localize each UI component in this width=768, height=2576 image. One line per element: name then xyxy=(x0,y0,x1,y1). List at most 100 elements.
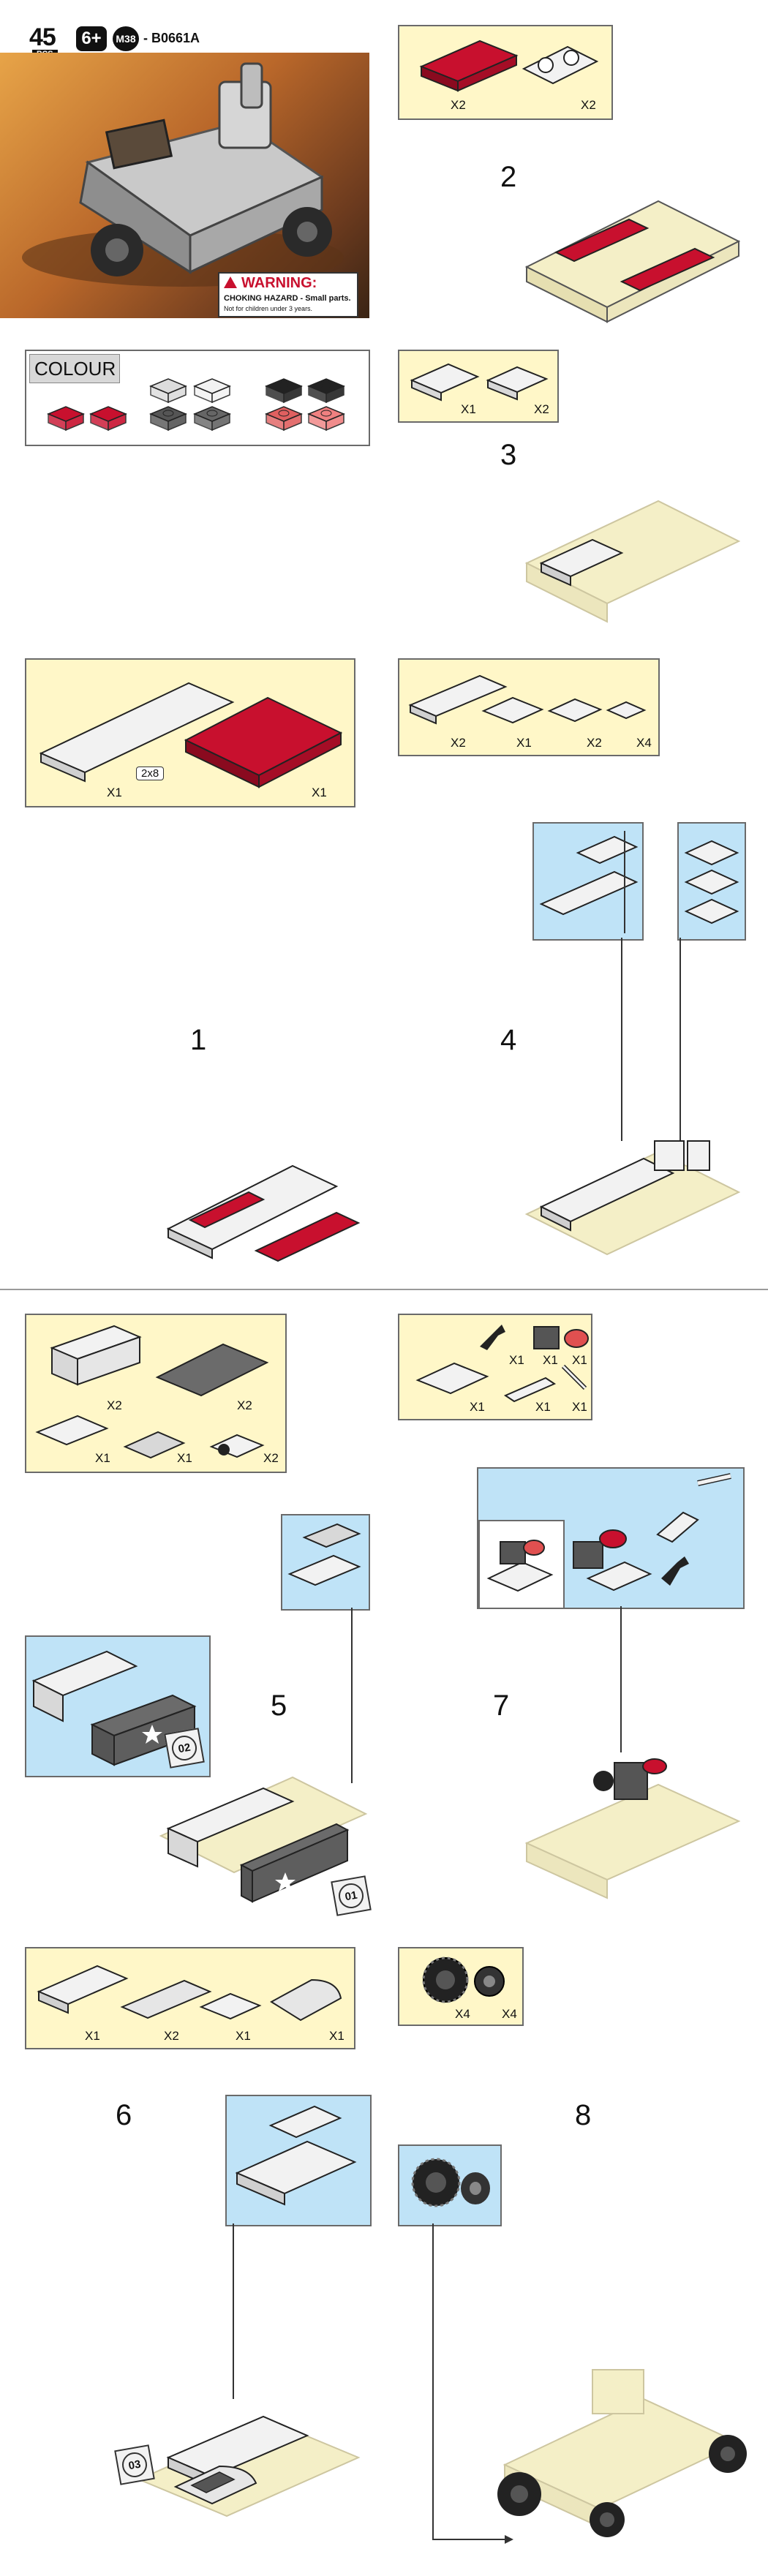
warning-line-2: Not for children under 3 years. xyxy=(224,305,313,312)
sub-assembly-6 xyxy=(225,2095,372,2226)
size-label-2x8: 2x8 xyxy=(136,767,165,780)
qty-step3-a: X1 xyxy=(461,402,476,416)
colour-chart: COLOUR xyxy=(25,350,370,446)
parts-box-step-2: X2 X2 xyxy=(398,25,613,120)
parts-box-step-6: X1 X2 X1 X1 xyxy=(25,1947,355,2049)
cover-panel: 45 PCS 6+ M38 - B0661A WARNING: CHOKING … xyxy=(0,22,369,318)
qty-step4-d: X4 xyxy=(636,736,652,750)
qty-step7-d: X1 xyxy=(470,1400,485,1414)
qty-step6-c: X1 xyxy=(236,2029,251,2043)
sub-assembly-4b xyxy=(677,822,746,941)
colour-swatch xyxy=(307,378,345,404)
sub-assembly-5a xyxy=(281,1514,370,1611)
step-4-assembly xyxy=(524,1140,741,1256)
sub-assembly-4b-parts xyxy=(684,840,739,924)
qty-step1-b: X1 xyxy=(312,786,327,799)
qty-step2-a: X2 xyxy=(451,98,466,112)
colour-swatch xyxy=(193,406,231,432)
parts-box-step-8: X4 X4 xyxy=(398,1947,524,2026)
sub-assembly-4a-parts xyxy=(539,831,639,933)
parts-box-step-1: X1 2x8 X1 xyxy=(25,658,355,807)
qty-step5-c: X1 xyxy=(95,1451,110,1465)
white-link-part xyxy=(503,1376,557,1403)
white-bar-t xyxy=(561,1364,587,1390)
white-plate-2x8 xyxy=(39,682,235,783)
step-7-arrow xyxy=(620,1606,622,1752)
sticker-callout-03: 03 xyxy=(114,2444,155,2485)
step-number-4: 4 xyxy=(500,1024,517,1056)
step-4-arrows xyxy=(621,938,681,1141)
sticker-number-01: 01 xyxy=(336,1881,366,1910)
qty-step8-a: X4 xyxy=(455,2007,470,2021)
qty-step5-d: X1 xyxy=(177,1451,192,1465)
qty-step4-c: X2 xyxy=(587,736,602,750)
red-plate-1x4 xyxy=(419,39,519,92)
sub-assembly-6-parts xyxy=(235,2105,357,2206)
qty-step7-a: X1 xyxy=(509,1353,524,1367)
warning-label: WARNING: CHOKING HAZARD - Small parts. N… xyxy=(218,272,358,317)
sub-assembly-8 xyxy=(398,2144,502,2226)
round-plate-holder xyxy=(209,1434,265,1458)
step-number-1: 1 xyxy=(190,1024,207,1056)
colour-title: COLOUR xyxy=(29,354,120,383)
white-plate-1x2 xyxy=(486,366,549,401)
step-2-assembly xyxy=(524,200,741,323)
cover-image: WARNING: CHOKING HAZARD - Small parts. N… xyxy=(0,53,369,318)
white-plate-2x4 xyxy=(37,1965,129,2014)
qty-step7-f: X1 xyxy=(572,1400,587,1414)
series-badge: M38 xyxy=(113,26,139,51)
light-grey-tile-1x4 xyxy=(120,1979,212,2019)
piece-count: 45 xyxy=(29,23,56,51)
white-tile-1x1 xyxy=(606,701,647,720)
step-4-arrows-overlay xyxy=(621,938,622,1141)
step-8-arrow xyxy=(432,2223,513,2544)
sub-assembly-5b-parts xyxy=(31,1650,197,1766)
qty-step6-d: X1 xyxy=(329,2029,345,2043)
step-6-arrow xyxy=(233,2223,234,2399)
step-number-8: 8 xyxy=(575,2099,592,2131)
red-plate-6x6 xyxy=(184,696,343,788)
colour-swatch xyxy=(47,406,85,432)
sub-assembly-5a-parts xyxy=(287,1523,361,1586)
colour-swatch xyxy=(149,378,187,404)
black-wheel-rim xyxy=(474,1966,505,1997)
step-8-assembly xyxy=(497,2369,747,2537)
white-plate-1x2-b xyxy=(481,696,544,724)
step-3-assembly xyxy=(524,500,741,623)
step-number-2: 2 xyxy=(500,161,517,193)
step-7-assembly xyxy=(524,1758,741,1899)
step-number-3: 3 xyxy=(500,439,517,471)
colour-swatch xyxy=(265,406,303,432)
colour-swatch xyxy=(307,406,345,432)
white-hinge-plate xyxy=(415,1362,489,1395)
black-tire xyxy=(422,1957,469,2003)
colour-swatch xyxy=(89,406,127,432)
qty-step6-b: X2 xyxy=(164,2029,179,2043)
dark-grey-tile-2x4 xyxy=(155,1343,269,1397)
step-1-assembly xyxy=(166,1164,361,1262)
set-code-text: B0661A xyxy=(151,31,200,45)
qty-step4-b: X1 xyxy=(516,736,532,750)
qty-step5-a: X2 xyxy=(107,1398,122,1412)
white-plate-1x2-c xyxy=(199,1992,262,2020)
colour-swatch xyxy=(265,378,303,404)
colour-swatch xyxy=(149,406,187,432)
qty-step5-e: X2 xyxy=(263,1451,279,1465)
warning-line-1: CHOKING HAZARD - Small parts. xyxy=(224,294,351,303)
step-number-5: 5 xyxy=(271,1690,287,1722)
qty-step1-a: X1 xyxy=(107,786,122,799)
white-clip-part xyxy=(522,45,599,85)
sub-assembly-7-parts xyxy=(486,1473,731,1592)
sticker-callout-01: 01 xyxy=(331,1875,372,1916)
light-grey-curved-slope xyxy=(270,1978,342,2022)
sticker-number-03: 03 xyxy=(120,2450,149,2479)
page-divider xyxy=(0,1289,768,1290)
sub-assembly-4a xyxy=(532,822,644,941)
sub-assembly-5b: 02 xyxy=(25,1635,211,1777)
qty-step2-b: X2 xyxy=(581,98,596,112)
black-wrench-part xyxy=(480,1325,505,1350)
qty-step4-a: X2 xyxy=(451,736,466,750)
dark-grey-tile-1x1 xyxy=(533,1326,560,1349)
qty-step7-b: X1 xyxy=(543,1353,558,1367)
step-5-assembly xyxy=(159,1776,368,1903)
